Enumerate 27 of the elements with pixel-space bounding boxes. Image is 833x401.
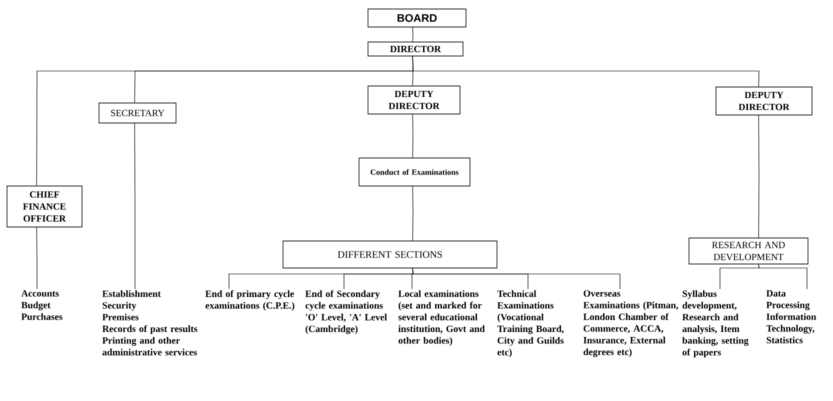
task-list: Data Processing Information Technology, Statistics: [766, 290, 816, 344]
org-box: DIRECTOR: [368, 42, 464, 56]
org-box: DIFFERENT SECTIONS: [282, 240, 498, 268]
task-list: End of Secondary cycle examinations 'O' Level, 'A' Level (Cambridge): [305, 290, 387, 334]
connector-line: [36, 227, 38, 290]
task-list: Establishment Security Premises Records of past results Printing and other administrative services: [102, 290, 198, 356]
task-list: Accounts Budget Purchases: [21, 290, 62, 320]
org-box: RESEARCH AND DEVELOPMENT: [688, 238, 808, 264]
org-box: DEPUTY DIRECTOR: [368, 86, 460, 114]
org-box: SECRETARY: [98, 102, 176, 124]
connector-line: [758, 264, 808, 290]
connector-line: [412, 56, 760, 87]
task-list: Overseas Examinations (Pitman, London Chamber of Commerce, ACCA, Insurance, External degrees etc): [583, 290, 678, 358]
connector-line: [758, 115, 760, 238]
org-box: BOARD: [368, 8, 466, 28]
connector-line: [134, 123, 136, 290]
org-box: Conduct of Examinations: [358, 158, 470, 186]
connector-line: [412, 186, 414, 241]
task-list: Technical Examinations (Vocational Training Board, City and Guilds etc): [497, 290, 564, 358]
task-list: Syllabus development, Research and analysis, Item banking, setting of papers: [682, 290, 749, 358]
task-list: Local examinations (set and marked for several educational institution, Govt and other bodies): [398, 290, 485, 346]
org-box: DEPUTY DIRECTOR: [716, 86, 812, 116]
connector-line: [412, 114, 414, 158]
org-box: CHIEF FINANCE OFFICER: [6, 186, 82, 228]
connector-line: [412, 27, 414, 42]
connector-line: [412, 268, 620, 290]
task-list: End of primary cycle examinations (C.P.E.): [205, 290, 294, 311]
